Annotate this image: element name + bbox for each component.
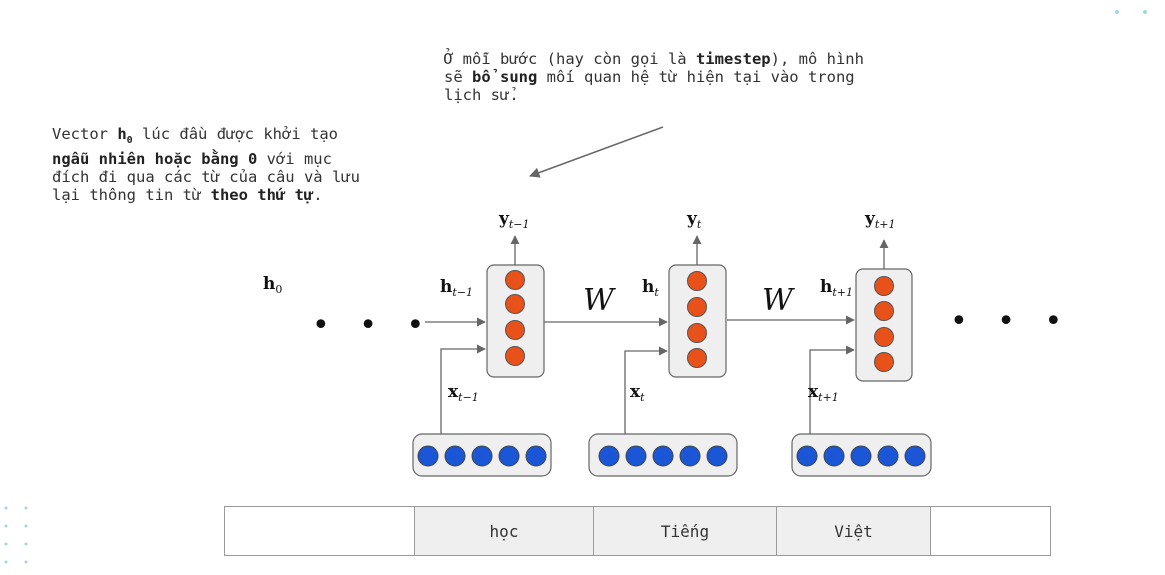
hidden-label: ht−1 xyxy=(440,277,473,299)
hidden-state-box xyxy=(855,268,913,382)
initial-vector-note: Vector h0 lúc đầu được khởi tạo ngẫu nhi… xyxy=(52,125,370,204)
weight-label-2: W xyxy=(762,283,795,318)
input-units xyxy=(417,445,547,467)
ellipsis-left: • • • xyxy=(312,308,434,343)
timestep-t-1: yt−1 ht−1 xt−1 xyxy=(412,209,552,477)
hidden-units xyxy=(687,271,707,368)
word-cell-empty-end xyxy=(931,507,1050,555)
output-label: yt xyxy=(686,209,702,231)
word-sequence-table: học Tiếng Việt xyxy=(224,506,1051,556)
hidden-label: ht+1 xyxy=(820,277,853,299)
timestep-t-plus-1: yt+1 ht+1 xt+1 xyxy=(791,209,932,477)
output-label: yt−1 xyxy=(498,209,530,231)
ellipsis-right: • • • xyxy=(950,304,1072,339)
hidden-state-box xyxy=(668,264,727,378)
hidden-units xyxy=(874,276,894,372)
input-label: xt−1 xyxy=(448,382,479,404)
input-label: xt+1 xyxy=(808,382,839,404)
h0-label: h0 xyxy=(263,274,282,296)
decorative-dots xyxy=(4,10,1147,564)
timestep-t: yt ht xt xyxy=(588,209,738,477)
timestep-note: Ở mỗi bước (hay còn gọi là timestep), mô… xyxy=(444,50,874,104)
output-label: yt+1 xyxy=(864,209,896,231)
weight-label-1: W xyxy=(583,283,616,318)
hidden-label: ht xyxy=(642,277,659,299)
input-units xyxy=(796,445,926,467)
annotation-arrow xyxy=(529,126,664,178)
word-cell-viet: Việt xyxy=(777,507,931,555)
hidden-units xyxy=(505,270,525,366)
word-cell-empty-start xyxy=(225,507,415,555)
word-cell-hoc: học xyxy=(415,507,594,555)
input-label: xt xyxy=(630,382,645,404)
word-cell-tieng: Tiếng xyxy=(594,507,777,555)
input-units xyxy=(598,445,728,467)
